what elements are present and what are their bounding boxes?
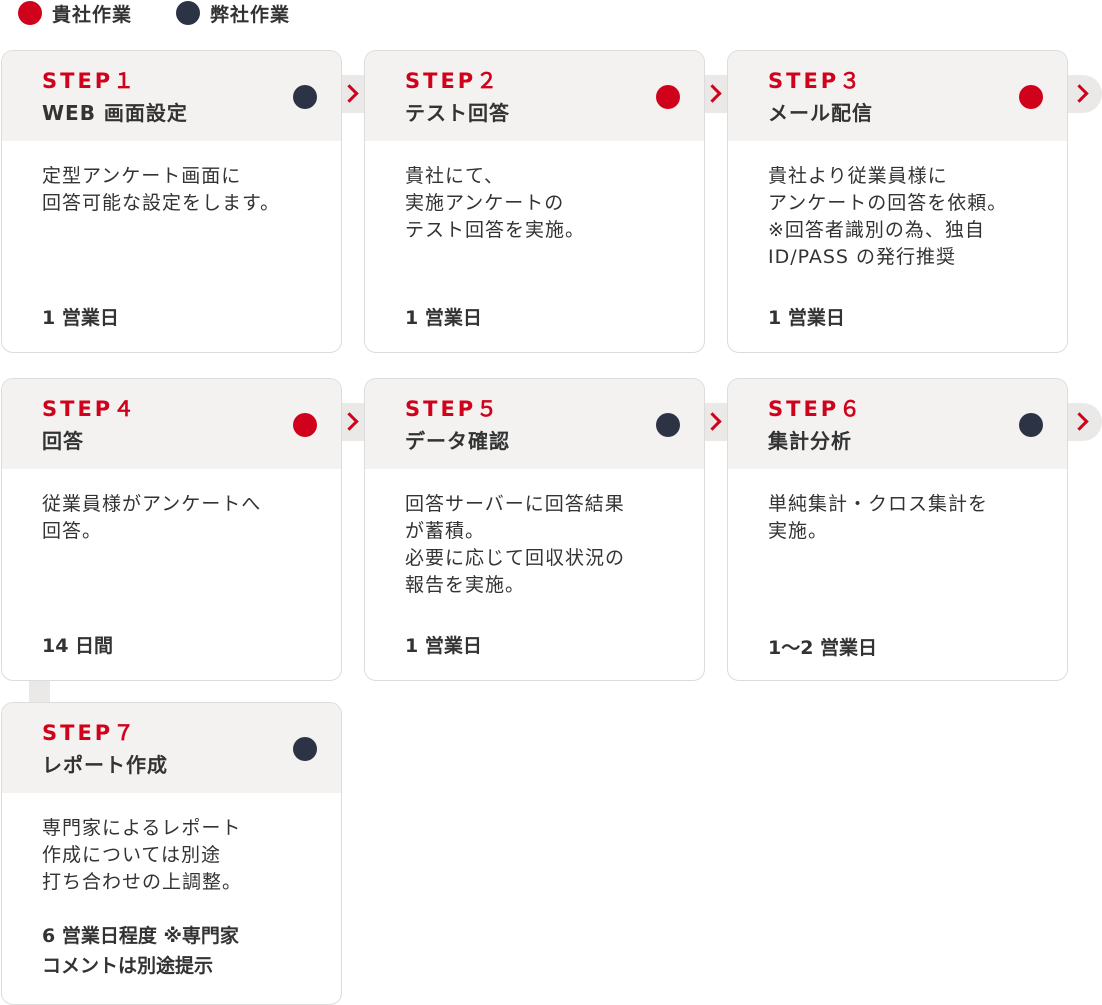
navy-dot-icon bbox=[656, 413, 680, 437]
navy-dot-icon bbox=[176, 1, 201, 25]
step-card-header: STEP３ メール配信 bbox=[728, 51, 1067, 141]
step-description: 回答サーバーに回答結果 が蓄積。 必要に応じて回収状況の 報告を実施。 bbox=[405, 493, 626, 596]
step-card-header: STEP４ 回答 bbox=[2, 379, 341, 469]
chevron-right-icon bbox=[340, 84, 359, 103]
legend-item-client: 貴社作業 bbox=[18, 0, 132, 27]
connector-4-7 bbox=[29, 680, 50, 704]
red-dot-icon bbox=[656, 85, 680, 109]
step-description: 貴社にて、 実施アンケートの テスト回答を実施。 bbox=[405, 165, 586, 241]
step-label: STEP４ bbox=[42, 397, 138, 421]
step-card-header: STEP５ データ確認 bbox=[365, 379, 704, 469]
legend-item-vendor: 弊社作業 bbox=[176, 0, 290, 27]
step-description: 貴社より従業員様に アンケートの回答を依頼。 ※回答者識別の為、独自 ID/PA… bbox=[768, 165, 1008, 268]
chevron-right-icon bbox=[703, 84, 722, 103]
chevron-right-icon bbox=[703, 412, 722, 431]
step-duration: 1 営業日 bbox=[42, 307, 119, 329]
step-card-7: STEP７ レポート作成 専門家によるレポート 作成については別途 打ち合わせの… bbox=[1, 702, 342, 1005]
step-label: STEP３ bbox=[768, 69, 864, 93]
step-label: STEP１ bbox=[42, 69, 138, 93]
step-label: STEP６ bbox=[768, 397, 864, 421]
step-duration: 6 営業日程度 ※専門家 コメントは別途提示 bbox=[42, 925, 239, 977]
step-label: STEP７ bbox=[42, 721, 138, 745]
step-card-header: STEP７ レポート作成 bbox=[2, 703, 341, 793]
step-card-4: STEP４ 回答 従業員様がアンケートへ 回答。 14 日間 bbox=[1, 378, 342, 681]
step-title: レポート作成 bbox=[42, 753, 168, 777]
chevron-right-icon bbox=[1070, 412, 1089, 431]
chevron-right-icon bbox=[340, 412, 359, 431]
step-description: 定型アンケート画面に 回答可能な設定をします。 bbox=[42, 165, 281, 214]
step-duration: 1 営業日 bbox=[405, 307, 482, 329]
step-description: 従業員様がアンケートへ 回答。 bbox=[42, 493, 262, 542]
step-duration: 1〜2 営業日 bbox=[768, 637, 878, 659]
step-card-3: STEP３ メール配信 貴社より従業員様に アンケートの回答を依頼。 ※回答者識… bbox=[727, 50, 1068, 353]
step-title: 集計分析 bbox=[768, 429, 852, 453]
step-title: テスト回答 bbox=[405, 101, 510, 125]
red-dot-icon bbox=[1019, 85, 1043, 109]
step-title: メール配信 bbox=[768, 101, 873, 125]
step-description: 専門家によるレポート 作成については別途 打ち合わせの上調整。 bbox=[42, 817, 243, 893]
chevron-right-icon bbox=[1070, 84, 1089, 103]
step-duration: 1 営業日 bbox=[405, 635, 482, 657]
step-label: STEP５ bbox=[405, 397, 501, 421]
legend-label-client: 貴社作業 bbox=[52, 3, 133, 26]
navy-dot-icon bbox=[1019, 413, 1043, 437]
step-card-6: STEP６ 集計分析 単純集計・クロス集計を 実施。 1〜2 営業日 bbox=[727, 378, 1068, 681]
step-title: 回答 bbox=[42, 429, 84, 453]
step-card-header: STEP２ テスト回答 bbox=[365, 51, 704, 141]
navy-dot-icon bbox=[293, 737, 317, 761]
red-dot-icon bbox=[18, 1, 42, 25]
legend: 貴社作業 弊社作業 bbox=[18, 0, 334, 26]
navy-dot-icon bbox=[293, 85, 317, 109]
step-card-header: STEP１ WEB 画面設定 bbox=[2, 51, 341, 141]
step-card-5: STEP５ データ確認 回答サーバーに回答結果 が蓄積。 必要に応じて回収状況の… bbox=[364, 378, 705, 681]
red-dot-icon bbox=[293, 413, 317, 437]
step-card-2: STEP２ テスト回答 貴社にて、 実施アンケートの テスト回答を実施。 1 営… bbox=[364, 50, 705, 353]
step-card-header: STEP６ 集計分析 bbox=[728, 379, 1067, 469]
step-card-1: STEP１ WEB 画面設定 定型アンケート画面に 回答可能な設定をします。 1… bbox=[1, 50, 342, 353]
step-duration: 1 営業日 bbox=[768, 307, 845, 329]
legend-label-vendor: 弊社作業 bbox=[210, 3, 291, 26]
step-title: データ確認 bbox=[405, 429, 510, 453]
step-title: WEB 画面設定 bbox=[42, 101, 188, 125]
step-description: 単純集計・クロス集計を 実施。 bbox=[768, 493, 989, 542]
step-duration: 14 日間 bbox=[42, 635, 114, 657]
step-label: STEP２ bbox=[405, 69, 501, 93]
